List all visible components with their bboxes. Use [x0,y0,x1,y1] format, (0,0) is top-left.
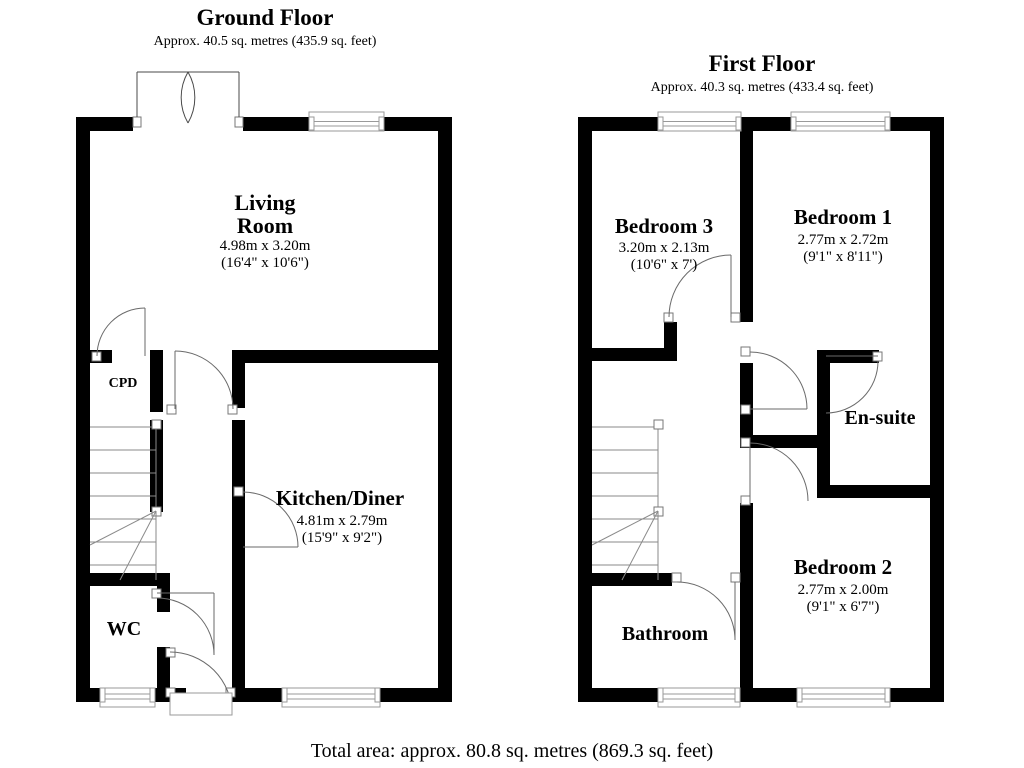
bedroom-2-metric: 2.77m x 2.00m [798,582,889,598]
bedroom-1-label: Bedroom 1 [794,205,892,229]
bathroom-label: Bathroom [622,623,709,645]
gf-window-bottom-left [99,687,156,708]
gf-door-kitchen [233,486,299,548]
ff-door-bedroom-3 [663,254,741,323]
ff-wall-top-mid [741,117,791,131]
ff-door-ensuite [825,351,883,414]
ground-floor-plan [76,71,452,716]
bedroom-3-imperial: (10'6" x 7') [631,257,698,273]
ff-room-labels: Bedroom 3 3.20m x 2.13m (10'6" x 7') Bed… [615,205,916,645]
ff-door-bathroom [671,572,741,641]
gf-door-cpd [91,307,146,362]
ff-wall-left [578,117,592,702]
cpd-label: CPD [109,376,138,391]
gf-wall-top-mid [243,117,309,131]
bedroom-1-metric: 2.77m x 2.72m [798,232,889,248]
ground-floor-title: Ground Floor [197,5,334,30]
gf-room-labels: Living Room 4.98m x 3.20m (16'4" x 10'6"… [107,190,404,640]
gf-wall-living-kitchen [232,350,442,363]
ff-window-bottom-right [796,687,891,708]
ff-wall-landing-right-upper [740,363,753,435]
ff-wall-bottom-mid [740,688,797,702]
gf-wall-cpd-right [150,350,163,412]
gf-door-french [132,71,244,128]
ff-wall-top-left [578,117,658,131]
ff-window-top-left [657,111,742,132]
ff-window-top-right [790,111,891,132]
gf-wall-top-left [76,117,133,131]
total-area-footer: Total area: approx. 80.8 sq. metres (869… [311,740,713,762]
kitchen-diner-metric: 4.81m x 2.79m [297,513,388,529]
first-floor-area: Approx. 40.3 sq. metres (433.4 sq. feet) [651,80,874,95]
living-room-imperial: (16'4" x 10'6") [221,255,309,271]
living-room-label: Living [234,190,295,215]
gf-window-bottom-right [281,687,381,708]
first-floor-plan [578,111,944,708]
ff-wall-bathroom-top [592,573,672,586]
gf-door-hall-kitchen-upper [166,350,238,415]
ff-wall-bed3-bed1 [740,117,753,322]
gf-wall-bottom-right [380,688,452,702]
bedroom-3-metric: 3.20m x 2.13m [619,240,710,256]
bedroom-1-imperial: (9'1" x 8'11") [803,249,883,265]
bedroom-2-imperial: (9'1" x 6'7") [807,599,880,615]
gf-wall-hall-kitchen-upper [232,350,245,408]
ff-wall-bottom-right [890,688,944,702]
ff-wall-ensuite-bottom-left [740,435,817,448]
kitchen-diner-imperial: (15'9" x 9'2") [302,530,382,546]
gf-wall-top-right [384,117,452,131]
gf-wall-wc-top [90,573,170,586]
living-room-label-2: Room [237,213,293,238]
ff-wall-bottom-left [578,688,658,702]
kitchen-diner-label: Kitchen/Diner [276,486,404,510]
ff-wall-bed2-left [740,503,753,702]
gf-wall-hall-kitchen-lower [232,420,245,702]
ff-wall-top-right [890,117,944,131]
gf-wall-right [438,117,452,702]
first-floor-title: First Floor [709,51,816,76]
ff-door-landing [740,346,808,415]
bedroom-2-label: Bedroom 2 [794,555,892,579]
ff-door-bedroom-2 [740,437,809,506]
ff-window-bottom-left [657,687,741,708]
ground-floor-area: Approx. 40.5 sq. metres (435.9 sq. feet) [154,34,377,49]
gf-window-top [308,111,385,132]
ff-wall-bed3-bottom [592,348,664,361]
ff-wall-ensuite-bottom [817,485,930,498]
ff-wall-bed3-jog [664,322,677,361]
bedroom-3-label: Bedroom 3 [615,214,713,238]
gf-door-wc [151,588,215,656]
gf-staircase [89,419,162,581]
gf-door-front [165,647,236,716]
gf-wall-left [76,117,90,702]
gf-wall-bottom-left [76,688,100,702]
en-suite-label: En-suite [844,407,915,429]
ff-wall-ensuite-left [817,350,830,498]
ff-staircase [591,419,664,581]
living-room-metric: 4.98m x 3.20m [220,238,311,254]
ff-wall-right [930,117,944,702]
wc-label: WC [107,618,141,640]
